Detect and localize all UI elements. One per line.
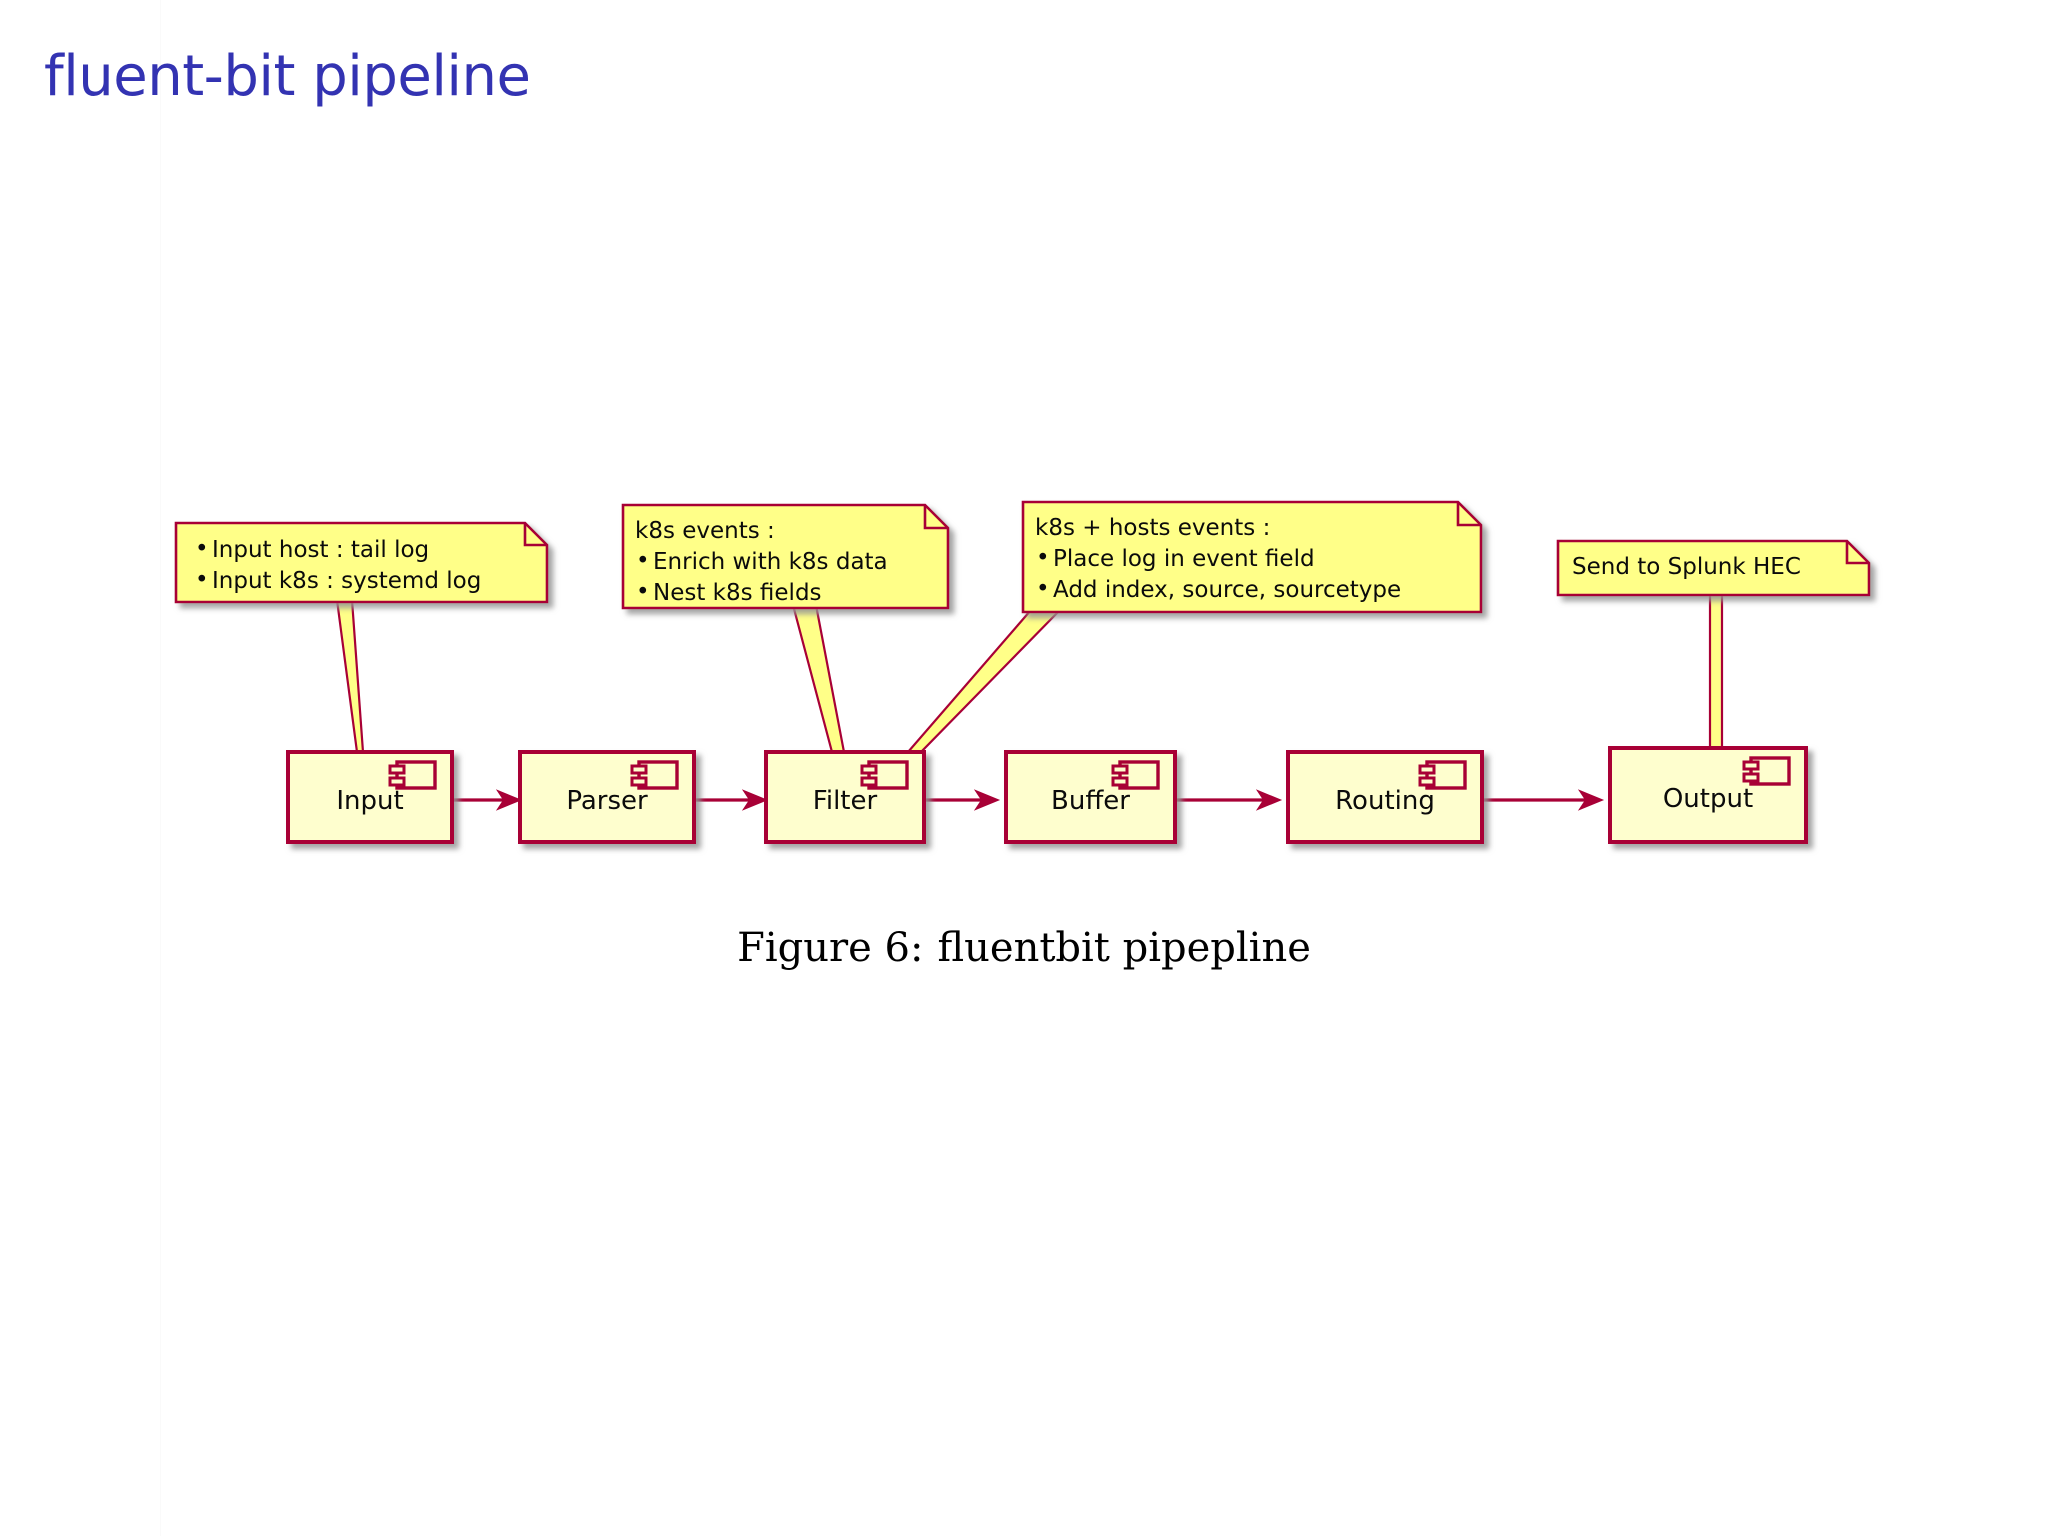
figure-caption: Figure 6: fluentbit pipepline: [0, 925, 2048, 971]
component-output[interactable]: [1608, 746, 1808, 844]
figure-caption-prefix: Figure 6:: [737, 925, 924, 971]
connector-note-output: [1708, 590, 1724, 750]
pipeline-arrows: [452, 789, 1605, 811]
slide-left-guide: [160, 0, 161, 1536]
connector-note-input: [335, 598, 365, 754]
component-routing[interactable]: [1286, 750, 1484, 844]
uml-component-icon: [1418, 760, 1467, 790]
uml-component-icon: [1742, 756, 1791, 786]
figure-caption-text: fluentbit pipepline: [937, 925, 1311, 971]
note-input: [174, 521, 549, 604]
uml-component-icon: [388, 760, 437, 790]
note-filter-k8s: [621, 503, 950, 610]
component-input[interactable]: [286, 750, 454, 844]
connector-note-filter-k8s: [791, 603, 846, 754]
note-output: [1556, 539, 1871, 597]
uml-component-icon: [1111, 760, 1160, 790]
uml-component-icon: [860, 760, 909, 790]
component-filter[interactable]: [764, 750, 926, 844]
page-title: fluent-bit pipeline: [44, 44, 531, 109]
note-filter-hosts: [1021, 500, 1483, 614]
component-buffer[interactable]: [1004, 750, 1177, 844]
uml-component-icon: [630, 760, 679, 790]
component-parser[interactable]: [518, 750, 696, 844]
connector-note-filter-hosts: [905, 608, 1063, 754]
